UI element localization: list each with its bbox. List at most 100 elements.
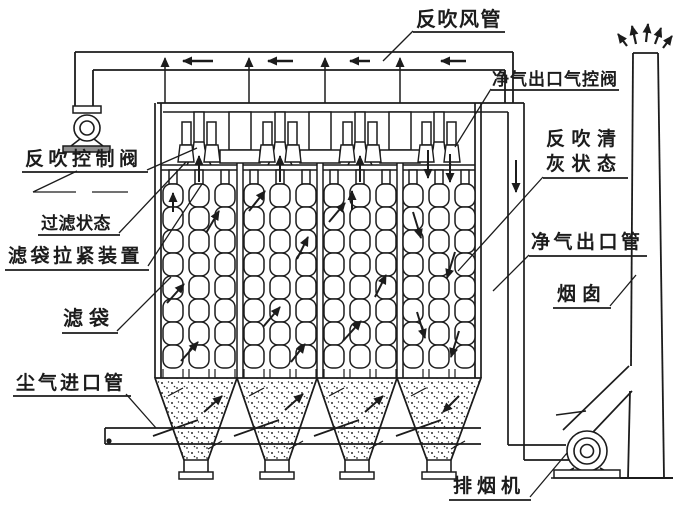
filter-bag-segment — [295, 344, 317, 369]
filter-bag-segment — [402, 206, 424, 231]
filter-bag-segment — [323, 344, 345, 369]
valve-stem — [206, 121, 217, 146]
hopper-outlet-flange — [421, 471, 457, 480]
flow-arrow — [262, 306, 281, 328]
chimney-wall-left — [627, 390, 631, 479]
hopper-dust — [237, 378, 317, 460]
filter-bag-segment — [188, 252, 210, 277]
filter-bag-segment — [269, 344, 291, 369]
filter-bag-segment — [243, 252, 265, 277]
filter-bag-segment — [349, 252, 371, 277]
emission-arrow — [662, 35, 673, 49]
filter-bag-segment — [428, 321, 450, 346]
filter-bag-segment — [428, 206, 450, 231]
filter-bag-segment — [454, 229, 476, 254]
filter-bag-segment — [162, 321, 184, 346]
filter-bag-segment — [454, 206, 476, 231]
filter-bag-segment — [214, 229, 236, 254]
leader-line — [32, 170, 78, 193]
filter-bag-segment — [269, 183, 291, 208]
fan-outlet-duct — [562, 365, 630, 431]
flow-arrow — [374, 274, 387, 298]
exhaust-fan-base — [553, 469, 621, 479]
filter-bag-segment — [243, 298, 265, 323]
filter-bag-segment — [323, 298, 345, 323]
valve-stem-base — [284, 144, 302, 163]
filter-bag-segment — [295, 206, 317, 231]
dust-streak — [167, 387, 184, 397]
label-blowback-control-valve: 反吹控制阀 — [25, 147, 143, 170]
filter-bag-segment — [269, 229, 291, 254]
filter-bag-segment — [214, 298, 236, 323]
filter-bag-segment — [243, 321, 265, 346]
filter-bag-segment — [188, 206, 210, 231]
filter-bag-segment — [428, 298, 450, 323]
blowback-drop-pipe — [388, 111, 412, 151]
dust-streak — [248, 387, 265, 397]
chimney-wall-left — [630, 52, 634, 367]
filter-bag-segment — [375, 183, 397, 208]
duct-flange — [555, 410, 587, 416]
filter-bag-segment — [323, 229, 345, 254]
flow-arrow — [416, 311, 427, 339]
diagram-structure — [5, 23, 673, 501]
hopper-slope — [316, 377, 346, 461]
filter-bag-segment — [402, 321, 424, 346]
chimney-wall-right — [657, 52, 665, 479]
filter-bag-segment — [243, 229, 265, 254]
label-filter-bag: 滤袋 — [63, 306, 115, 330]
outlet-throat-pipe — [354, 111, 366, 143]
leader-line — [125, 393, 157, 429]
filter-bag-segment — [214, 275, 236, 300]
flow-arrow — [342, 320, 362, 342]
hopper-dust — [397, 378, 481, 460]
valve-stem — [367, 121, 378, 146]
flow-arrow — [203, 395, 223, 413]
dust-streak — [207, 440, 223, 450]
flow-arrow — [180, 341, 199, 362]
filter-bag-neck — [460, 169, 470, 185]
flow-arrow — [442, 395, 460, 413]
filter-bag-segment — [349, 229, 371, 254]
dust-streak — [328, 387, 345, 397]
filter-bag-segment — [188, 321, 210, 346]
emission-arrow — [653, 27, 663, 45]
flow-arrow — [248, 190, 266, 212]
label-blowback-pipe: 反吹风管 — [416, 7, 502, 31]
label-clean-gas-outlet-air-valve: 净气出口气控阀 — [492, 69, 618, 90]
filter-bag-segment — [295, 183, 317, 208]
filter-bag-neck — [220, 169, 230, 185]
valve-stem-base — [417, 144, 435, 163]
label-dust-gas-inlet-pipe: 尘气进口管 — [16, 371, 126, 394]
label-bag-tensioning-device: 滤袋拉紧装置 — [8, 244, 143, 267]
filter-bag-segment — [402, 344, 424, 369]
emission-arrow — [629, 25, 639, 45]
hopper-dust — [155, 378, 237, 460]
dust-streak — [288, 440, 304, 450]
leader-line — [454, 88, 492, 148]
flow-arrow — [449, 330, 460, 358]
filter-bag-segment — [188, 229, 210, 254]
blowback-fan-base — [62, 145, 111, 153]
flow-arrow — [284, 393, 304, 411]
filter-bag-segment — [349, 298, 371, 323]
valve-stem-base — [258, 144, 276, 163]
blowback-fan-hub — [79, 120, 95, 136]
filter-bag-segment — [323, 206, 345, 231]
valve-stem-base — [443, 144, 461, 163]
leader-line — [147, 183, 203, 267]
filter-bag-segment — [428, 275, 450, 300]
label-chimney: 烟囱 — [557, 282, 607, 305]
filter-bag-segment — [269, 298, 291, 323]
filter-bag-segment — [295, 298, 317, 323]
filter-bag-neck — [329, 169, 339, 185]
hopper-slope — [154, 377, 185, 461]
hopper-outlet-flange — [178, 471, 214, 480]
filter-bag-segment — [323, 252, 345, 277]
leader-line — [118, 161, 187, 234]
leader-line — [146, 147, 198, 171]
dust-streak — [410, 387, 427, 397]
label-filtering-state: 过滤状态 — [41, 213, 111, 234]
blowback-drop-pipe — [228, 111, 252, 151]
outlet-throat-pipe — [274, 111, 286, 143]
